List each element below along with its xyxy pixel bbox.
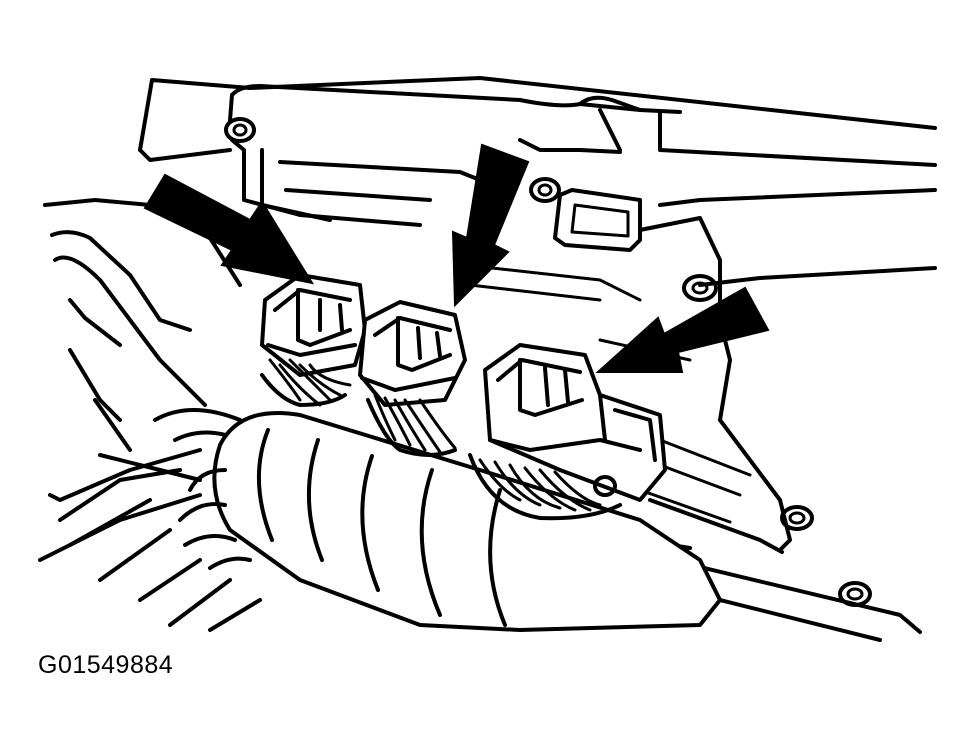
figure-code-label: G01549884 (38, 651, 174, 679)
corrugated-hose (178, 411, 722, 632)
connector-3 (468, 343, 667, 521)
arrow-right-icon (595, 286, 770, 373)
arrow-left-icon (143, 173, 315, 285)
arrow-middle-icon (451, 143, 530, 308)
pointer-arrows (143, 143, 770, 373)
connector-1 (260, 273, 367, 407)
connector-2 (358, 300, 467, 457)
ecm-housing (138, 76, 937, 642)
